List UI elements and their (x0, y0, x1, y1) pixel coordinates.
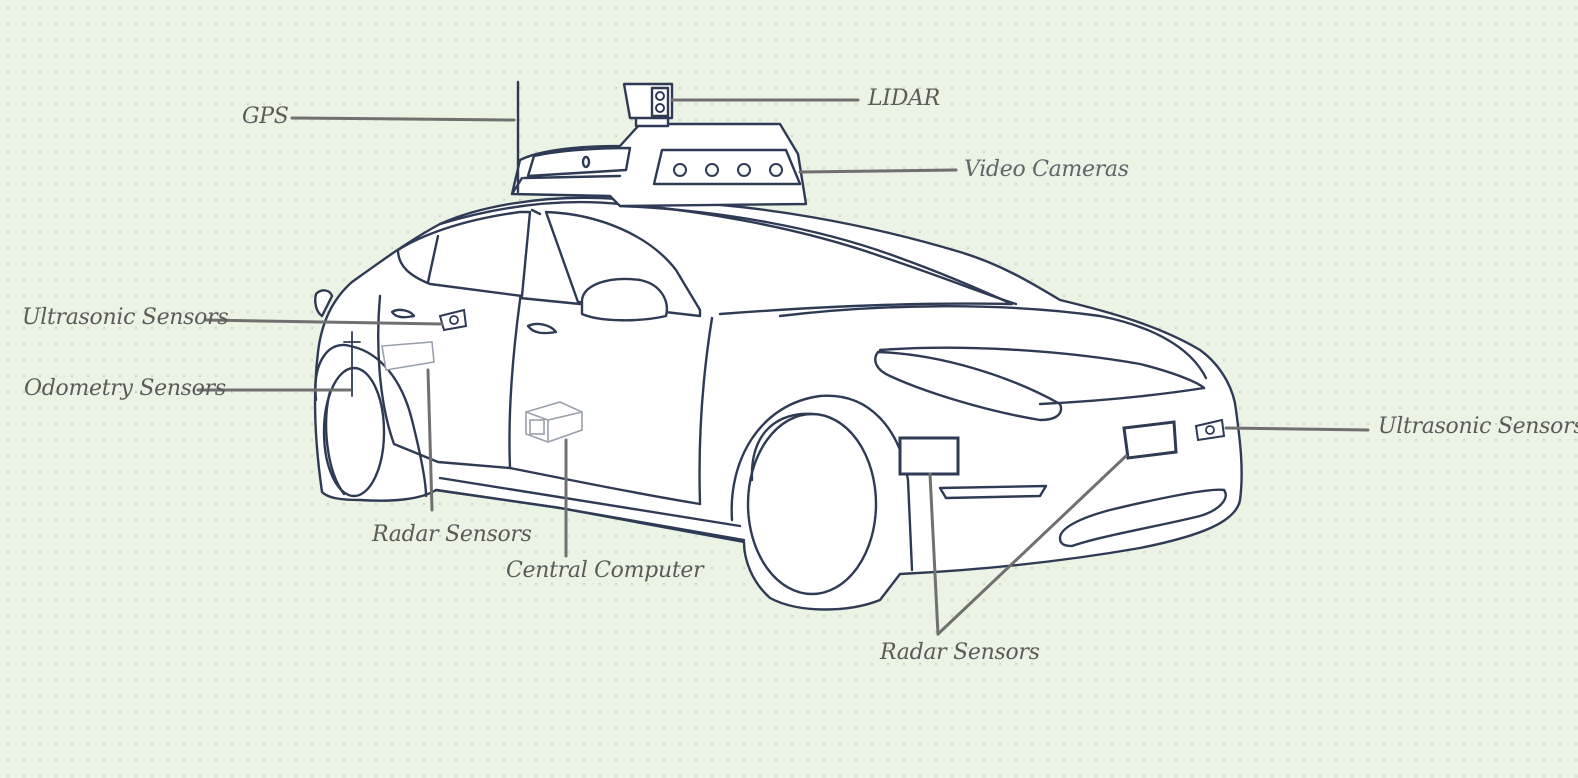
radar-front-leader-a (928, 472, 940, 636)
radar-side-leader (426, 368, 434, 512)
radar-front-leader-b (936, 454, 1128, 636)
radar-sensors-front-label: Radar Sensors (880, 640, 1040, 665)
gps-leader (290, 116, 516, 122)
body-sensors (343, 308, 1226, 476)
radar-sensors-side-label: Radar Sensors (372, 522, 532, 547)
lidar-label: LIDAR (868, 86, 940, 111)
odometry-sensors-label: Odometry Sensors (24, 376, 226, 401)
ultrasonic-sensors-left-label: Ultrasonic Sensors (22, 305, 229, 330)
ultrasonic-sensors-right-label: Ultrasonic Sensors (1378, 414, 1578, 439)
ultrasonic-left-leader (204, 318, 444, 326)
gps-label: GPS (242, 104, 289, 129)
central-computer-label: Central Computer (506, 558, 704, 583)
ultrasonic-right-leader (1224, 426, 1370, 432)
car-body (313, 196, 1243, 611)
roof-sensor-rack (510, 80, 808, 208)
leader-lines (196, 98, 1370, 636)
video-cameras-label: Video Cameras (964, 157, 1129, 182)
video-cameras-leader (798, 168, 958, 174)
